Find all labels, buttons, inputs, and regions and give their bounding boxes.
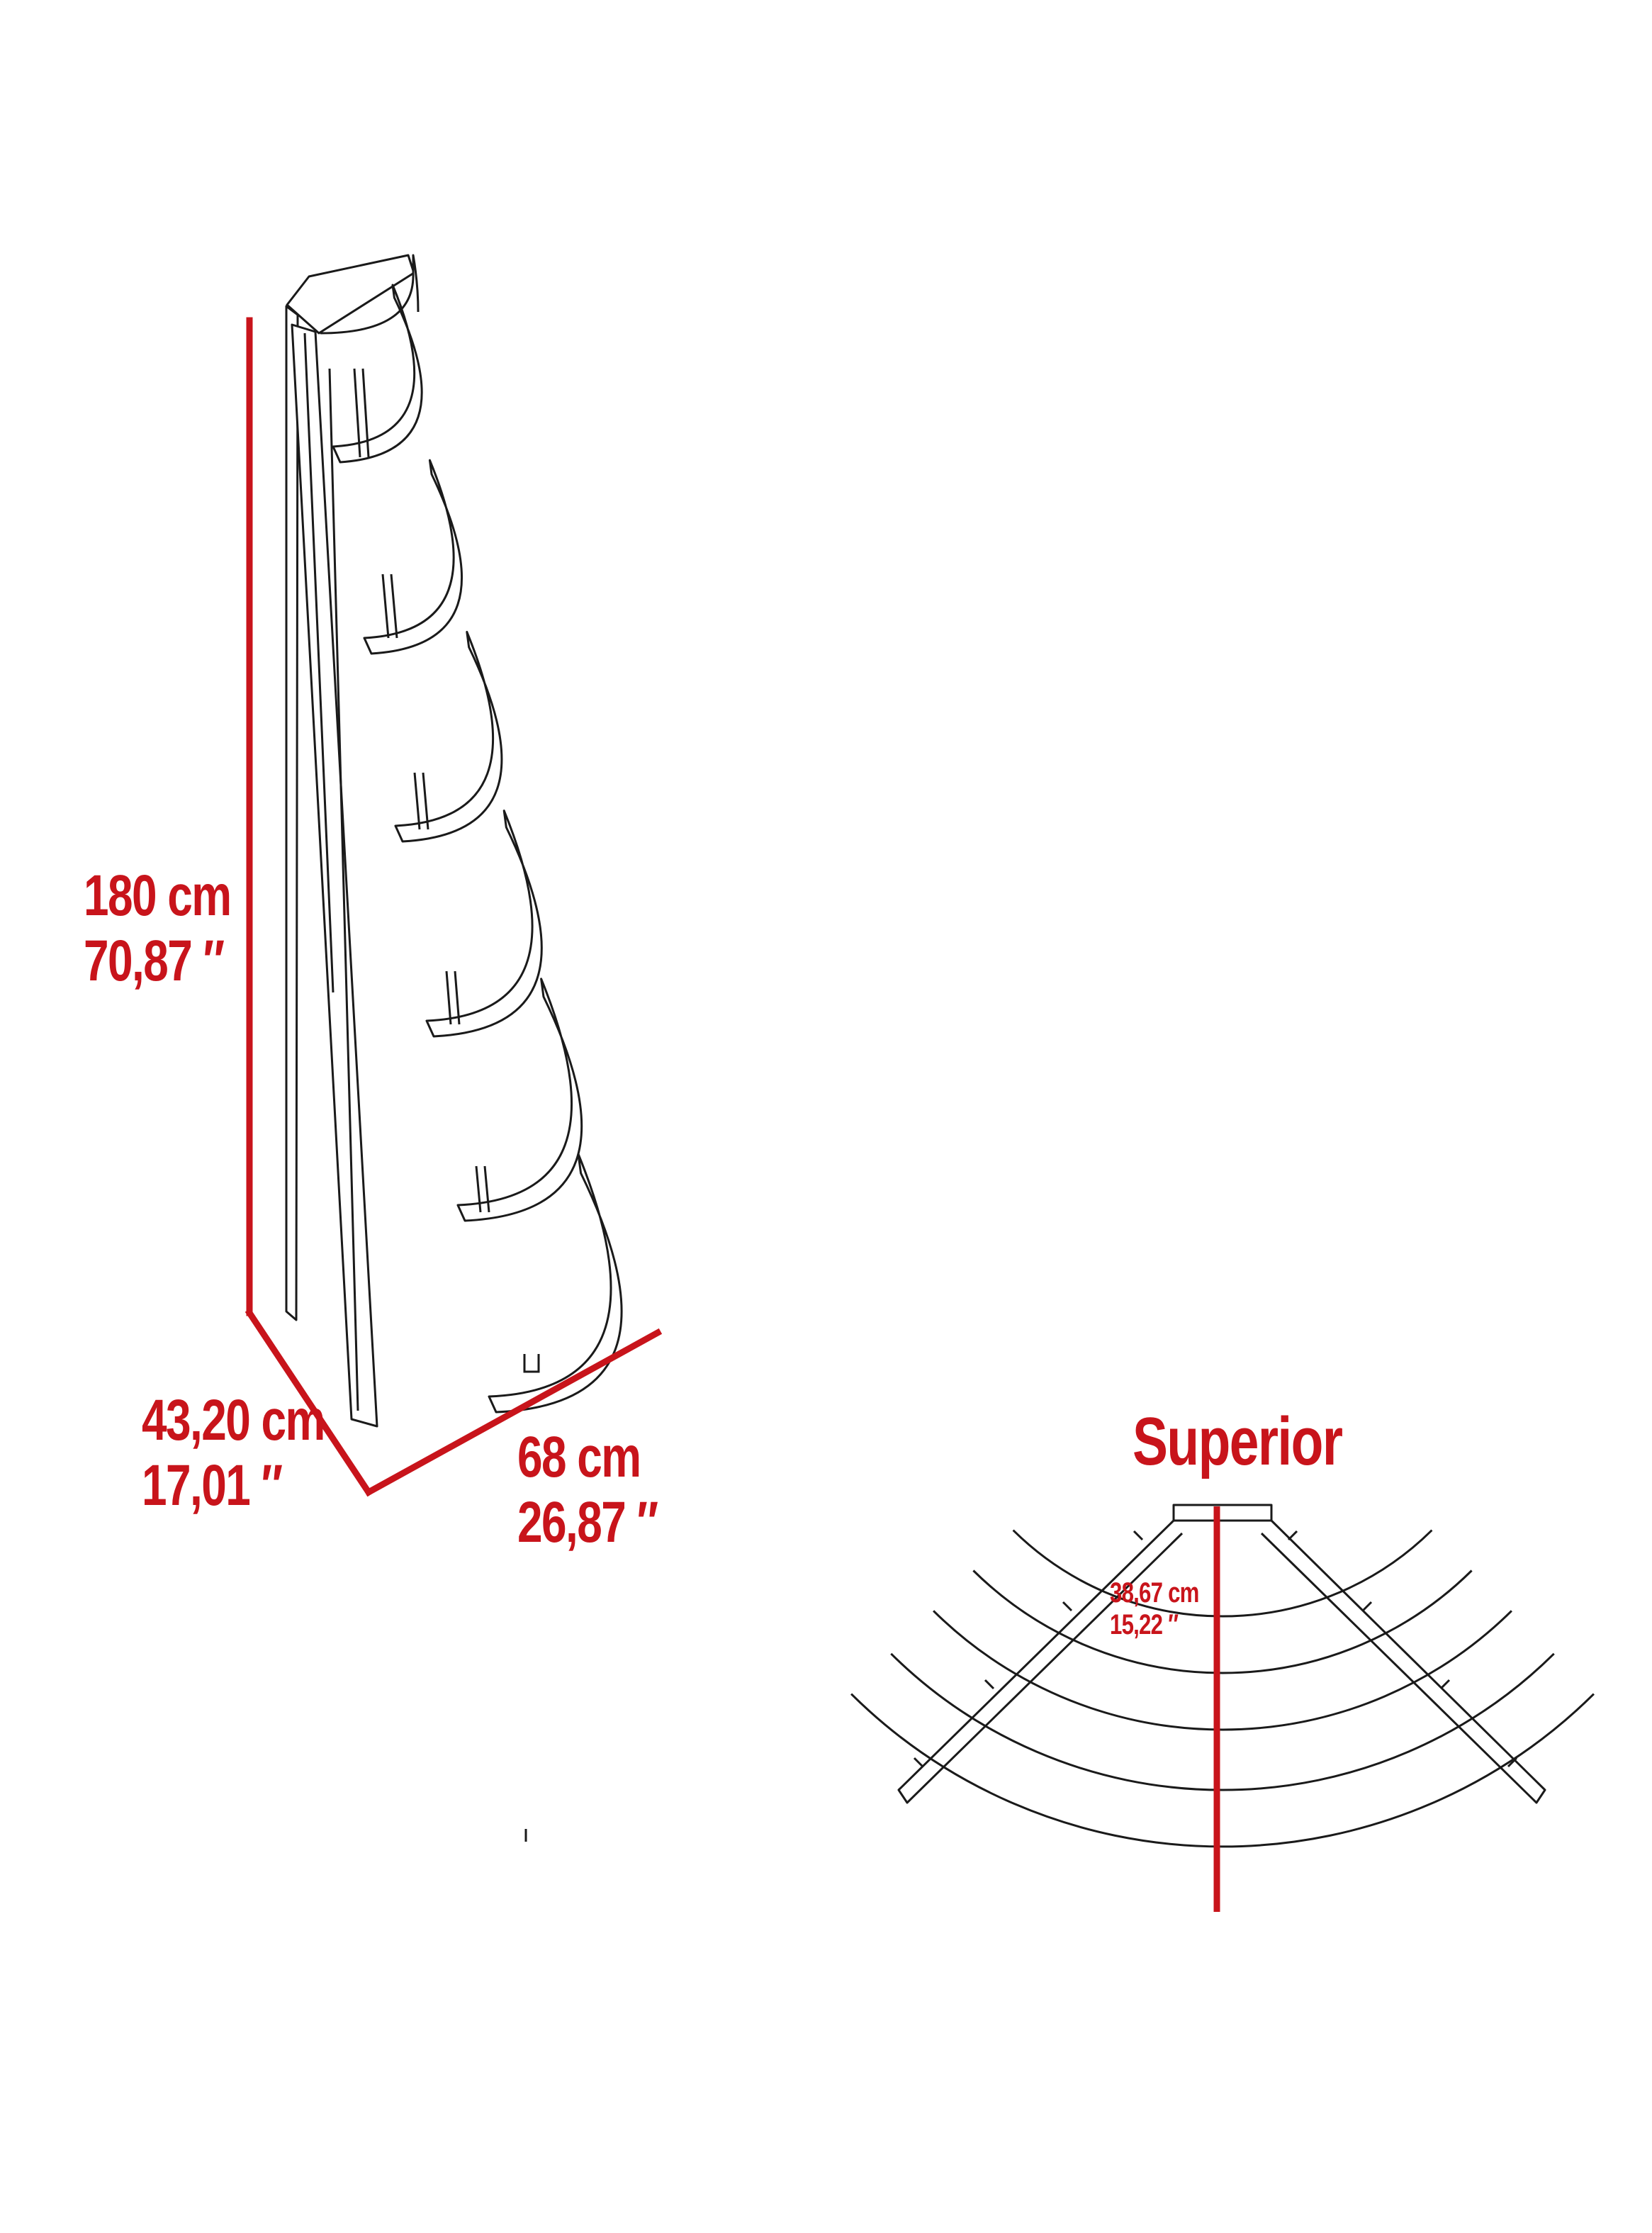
shelf-top-plate (320, 254, 420, 335)
shelf-isometric (285, 254, 420, 1428)
shelf-board (456, 978, 583, 1222)
shelf-board (425, 810, 543, 1038)
dimension-lines (245, 317, 663, 1497)
width-imperial: 26,87 ″ (517, 1489, 658, 1555)
top-depth-metric: 38,67 cm (1110, 1577, 1199, 1608)
top-view-arc (1012, 1529, 1433, 1618)
top-view-arc (850, 1693, 1595, 1848)
inner-guide (328, 368, 359, 1411)
depth-label: 43,20 cm 17,01 ″ (142, 1388, 325, 1518)
width-metric: 68 cm (517, 1425, 641, 1489)
top-view (850, 1504, 1595, 1848)
front-upright (291, 323, 378, 1428)
top-view-arc (933, 1610, 1512, 1731)
shelf-board (363, 459, 463, 655)
top-depth-imperial: 15,22 ″ (1110, 1608, 1179, 1640)
shelf-board (332, 284, 423, 464)
rear-upright-left (285, 305, 299, 1321)
top-view-arc (972, 1569, 1473, 1674)
inner-guide (303, 332, 335, 993)
left-wall (897, 1519, 1184, 1804)
depth-line (245, 1308, 373, 1497)
depth-imperial: 17,01 ″ (142, 1453, 283, 1518)
shelf-board (394, 630, 503, 843)
top-view-title: Superior (1133, 1404, 1343, 1479)
depth-metric: 43,20 cm (142, 1388, 325, 1453)
height-label: 180 cm 70,87 ″ (84, 863, 232, 994)
shelf-board (488, 1153, 623, 1414)
shelf-top-cap (286, 254, 415, 335)
shelf-boards (332, 284, 623, 1414)
right-wall (1260, 1519, 1546, 1804)
top-view-arcs (850, 1529, 1595, 1848)
width-label: 68 cm 26,87 ″ (517, 1425, 658, 1555)
top-view-arc (890, 1652, 1555, 1791)
top-depth-label: 38,67 cm 15,22 ″ (1110, 1577, 1199, 1641)
width-line (364, 1328, 663, 1497)
corner-block (1172, 1504, 1273, 1522)
back-slots (353, 368, 540, 1373)
height-metric: 180 cm (84, 863, 232, 928)
height-imperial: 70,87 ″ (84, 928, 225, 993)
